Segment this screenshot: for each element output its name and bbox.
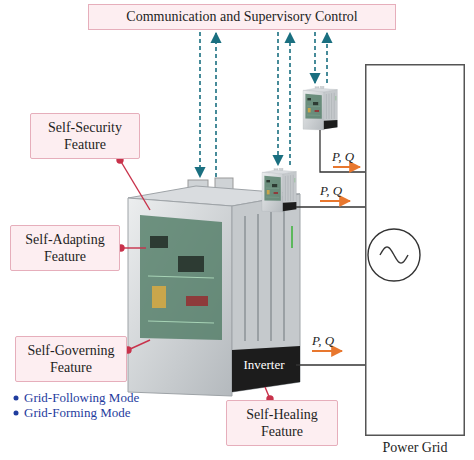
feature-callout: Self-Governing Feature [15,336,127,382]
mode-label: Grid-Following Mode [24,390,139,406]
bullet-dots [14,396,19,416]
node-text: Inverter [243,357,284,373]
node-text: Power Grid [365,440,465,456]
inverter-label: Inverter [232,355,296,375]
wire-connector [296,364,365,365]
ac-source-symbol [368,229,420,281]
grid-wires [296,130,365,207]
power-label: P, Q [320,183,342,199]
feature-callout: Self-Healing Feature [226,400,338,446]
power-label: P, Q [332,149,354,165]
feature-callout: Self-Security Feature [30,113,140,159]
power-grid: Power Grid [365,64,465,456]
sine-wave [380,247,408,263]
node-text: Communication and Supervisory Control [126,9,357,25]
grid-border [366,65,465,436]
power-flow-arrows [312,167,360,351]
feature-callout: Self-Adapting Feature [10,225,120,271]
node-text: Self-Governing Feature [22,342,120,377]
supervisory-box: Communication and Supervisory Control [88,4,396,30]
node-text: Self-Adapting Feature [17,231,113,266]
inverter-illustration [128,86,337,396]
node-text: Self-Security Feature [37,119,133,154]
node-text: Self-Healing Feature [233,406,331,441]
communication-arrows [200,32,327,177]
grid-outline [365,64,465,436]
mode-label: Grid-Forming Mode [24,405,131,421]
power-label: P, Q [312,333,334,349]
